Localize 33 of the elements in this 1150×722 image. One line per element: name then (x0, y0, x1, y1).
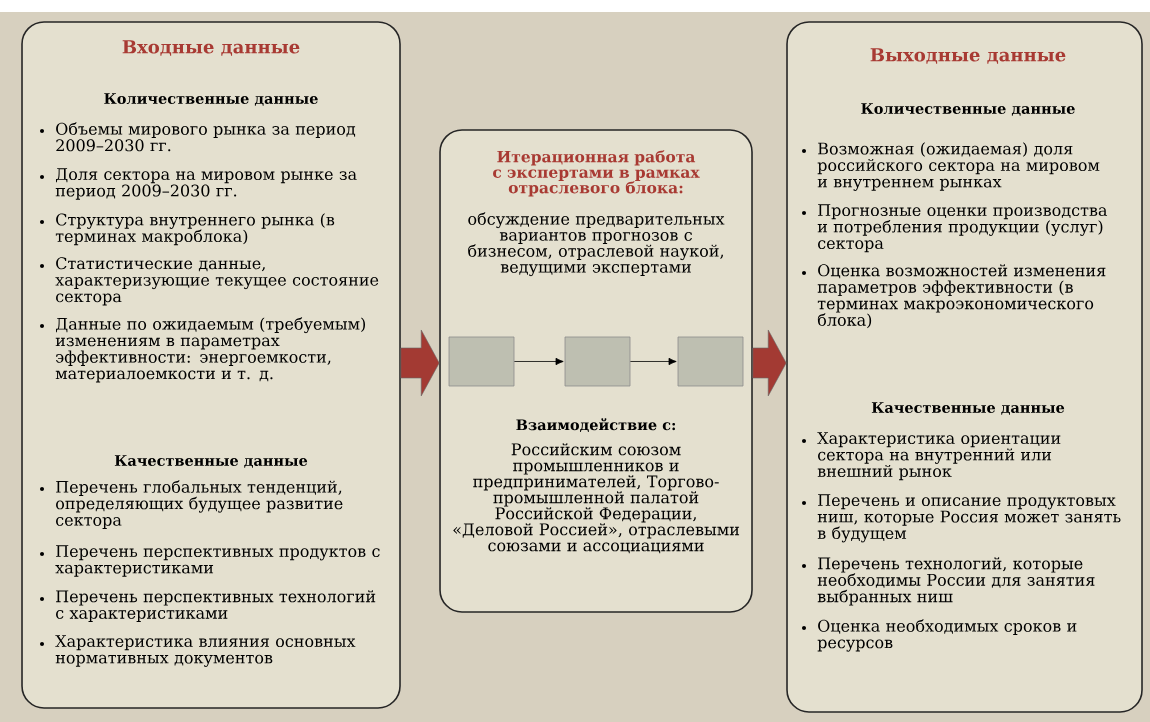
bullet-item: Перечень перспективных технологий с характеристиками (40, 590, 376, 622)
block-heading: Итерационная работа с экспертами в рамках отраслевого блока: (493, 150, 700, 197)
bullet-item: Возможная (ожидаемая) доля российского сектора на мировом и внутреннем рынках (802, 142, 1100, 191)
bullet-item: Доля сектора на мировом рынке за период 2009–2030 гг. (40, 168, 357, 200)
bullet-item: Перечень технологий, которые необходимы России для занятия выбранных ниш (802, 557, 1095, 606)
bullet-item: Перечень перспективных продуктов с характеристиками (40, 545, 380, 577)
panel-heading: Выходные данные (870, 48, 1066, 64)
bullet-item: Данные по ожидаемым (требуемым) изменениям в параметрах эффективности: энергоемкости, материалоемкости и т. д. (40, 317, 366, 383)
bullet-item: Перечень глобальных тенденций, определяющих будущее развитие сектора (40, 480, 343, 529)
section-heading: Взаимодействие с: (516, 418, 676, 433)
bullet-item: Оценка необходимых сроков и ресурсов (802, 619, 1077, 652)
body-text: обсуждение предварительных вариантов прогнозов с бизнесом, отраслевой наукой, ведущими экспертами (468, 212, 725, 277)
bullet-item: Оценка возможностей изменения параметров эффективности (в терминах макроэкономического блока) (802, 264, 1106, 329)
panel-heading: Входные данные (122, 40, 300, 56)
process-box (677, 336, 744, 387)
block-arrow (400, 329, 440, 397)
bullet-item: Характеристика влияния основных нормативных документов (40, 635, 356, 667)
process-box (564, 336, 631, 387)
section-heading: Качественные данные (871, 402, 1065, 415)
bullet-item: Перечень и описание продуктовых ниш, которые Россия может занять в будущем (802, 494, 1121, 543)
section-heading: Качественные данные (114, 455, 308, 468)
bullet-item: Характеристика ориентации сектора на внутренний или внешний рынок (802, 432, 1061, 481)
block-arrow (752, 329, 787, 397)
arrow (514, 357, 564, 366)
bullet-item: Объемы мирового рынка за период 2009–2030 гг. (40, 122, 356, 152)
section-heading: Количественные данные (861, 103, 1075, 116)
section-heading: Количественные данные (104, 93, 318, 106)
bullet-item: Прогнозные оценки производства и потребления продукции (услуг) сектора (802, 204, 1108, 253)
process-box (448, 336, 515, 387)
body-text: Российским союзом промышленников и предпринимателей, Торгово-промышленной палатой Российской Федерации, «Деловой Россией», отраслевыми союзами и ассоциациями (453, 443, 740, 554)
bullet-item: Статистические данные, характеризующие текущее состояние сектора (40, 257, 379, 306)
arrow (630, 357, 677, 366)
bullet-item: Структура внутреннего рынка (в терминах макроблока) (40, 213, 335, 246)
